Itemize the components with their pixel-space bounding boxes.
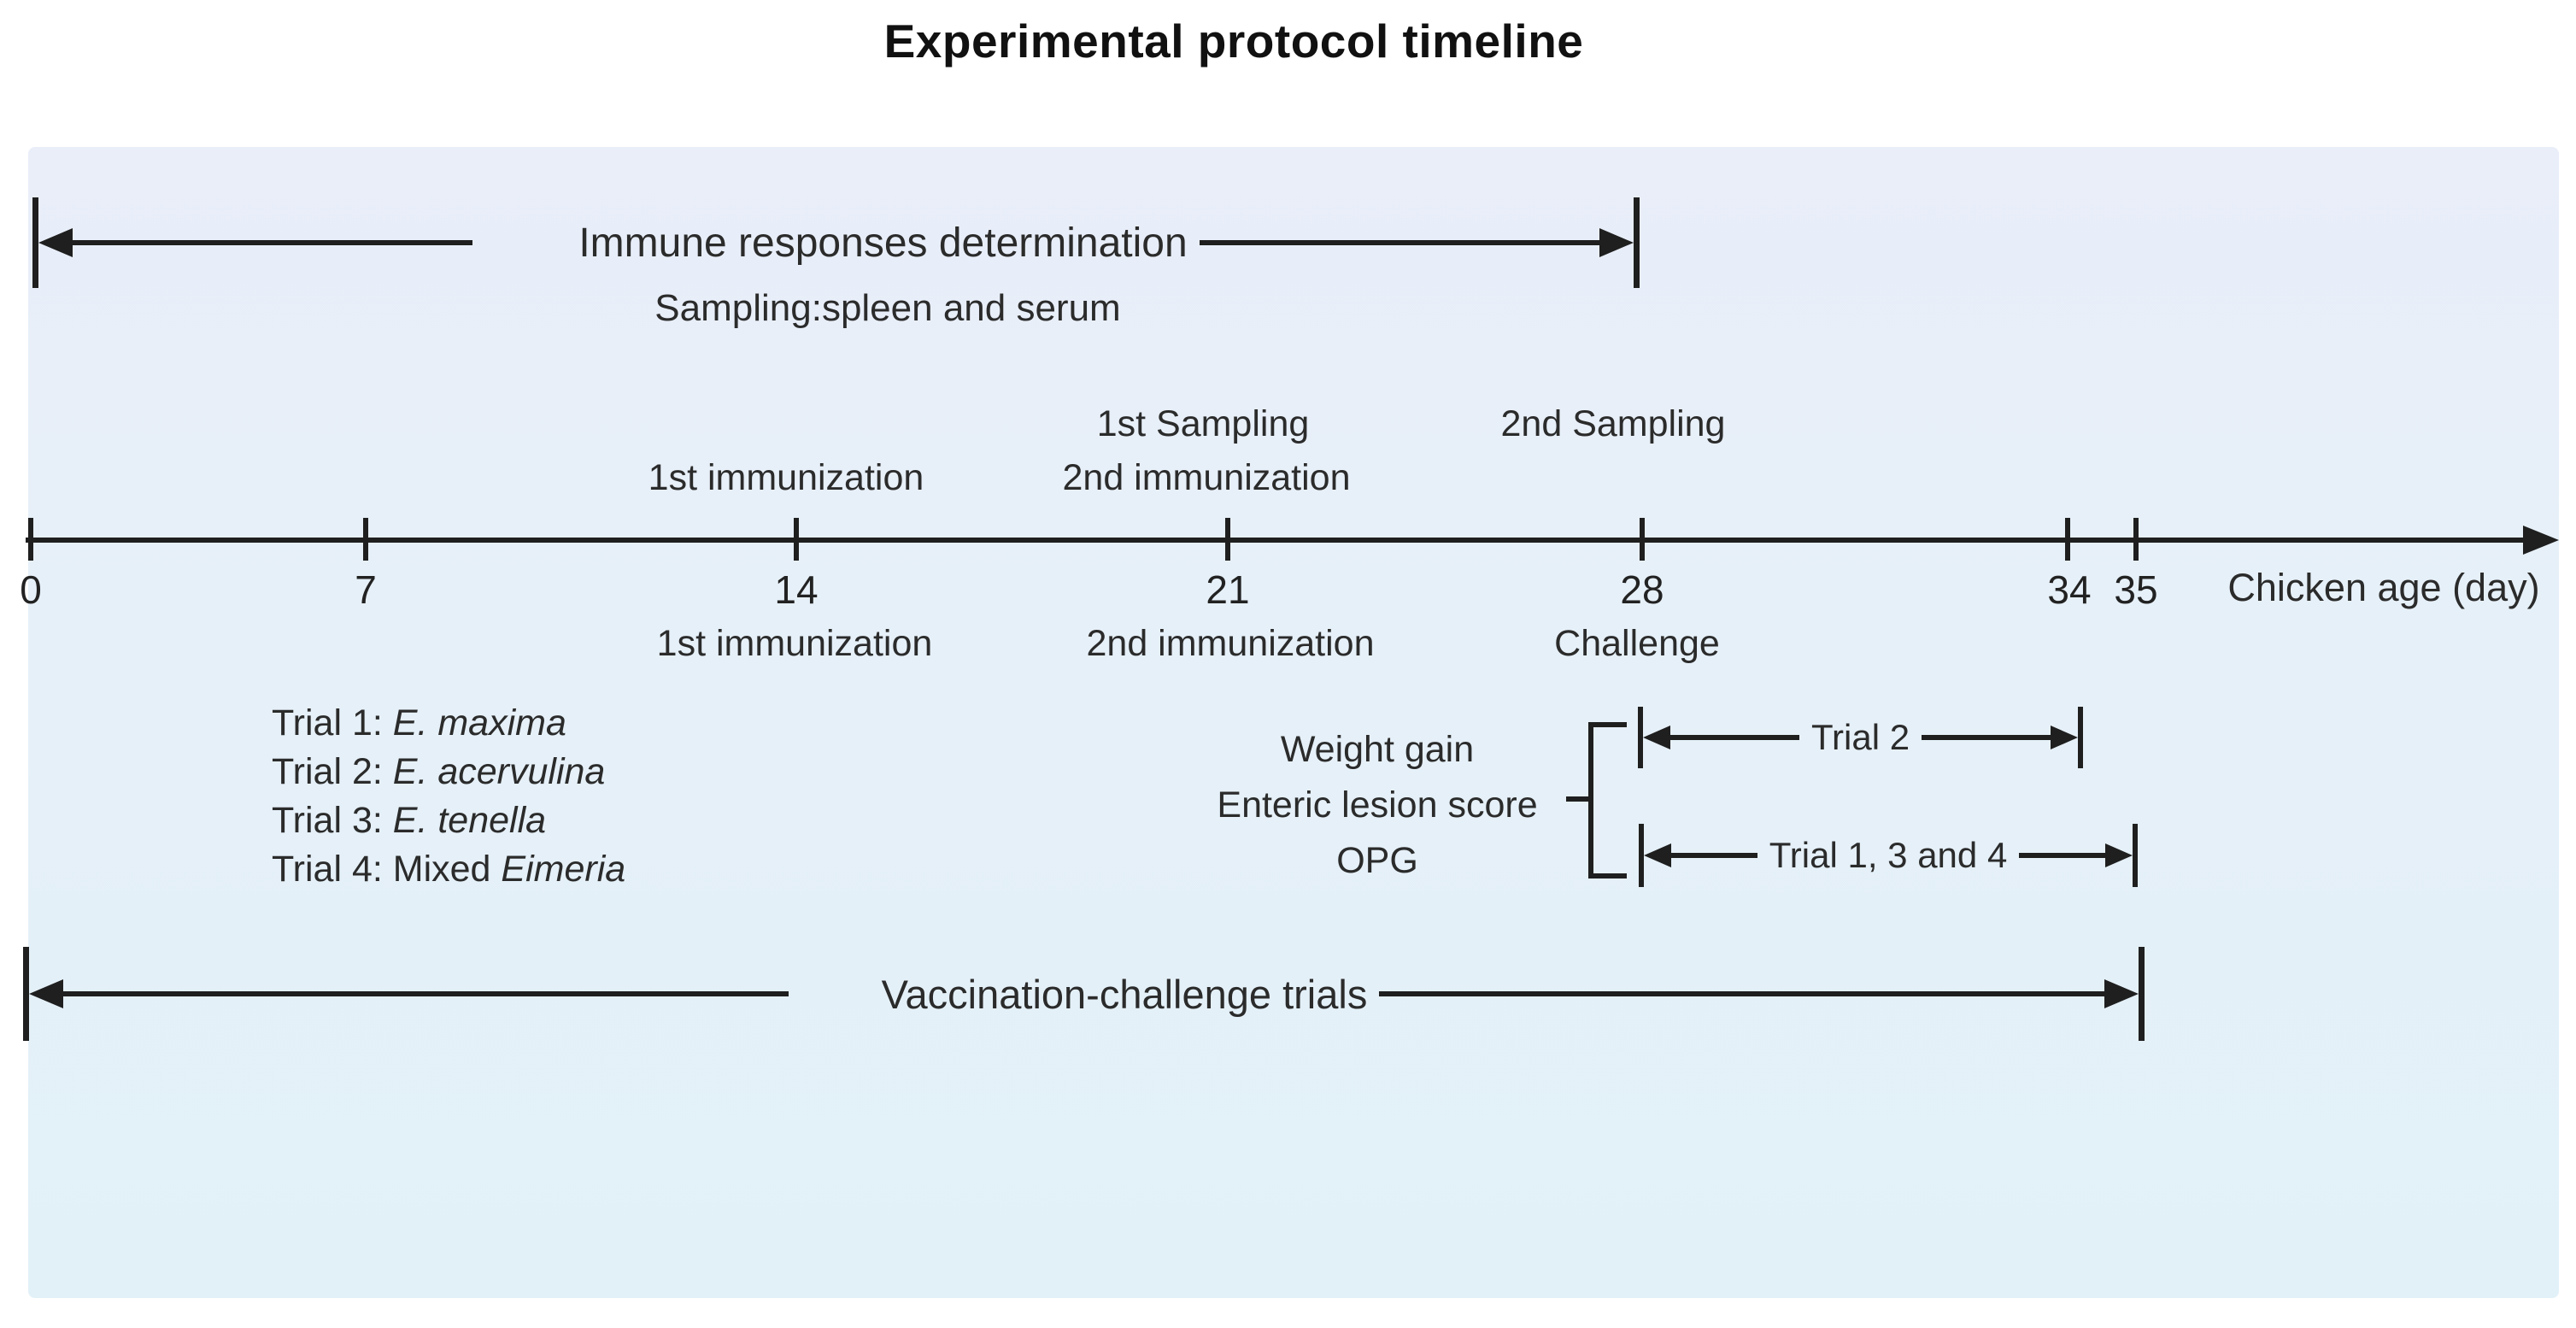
right-arrowhead-icon xyxy=(2051,726,2079,749)
right-arrowhead-icon xyxy=(2104,979,2139,1008)
trial-prefix: Trial 3: xyxy=(272,800,393,841)
span-right-endbar xyxy=(2133,824,2139,887)
second-immunization-below-label: 2nd immunization xyxy=(1086,623,1375,664)
span-right-endbar xyxy=(1634,197,1640,288)
trial-legend-item: Trial 3: E. tenella xyxy=(272,796,625,845)
first-immunization-below-label: 1st immunization xyxy=(656,623,933,664)
bracket-bottom-stub xyxy=(1588,873,1627,878)
axis-tick-14 xyxy=(794,518,799,561)
trial-species: E. tenella xyxy=(392,800,547,841)
span-left-endbar xyxy=(1638,707,1643,768)
bracket-middle-stub xyxy=(1566,796,1588,802)
trial-species: E. maxima xyxy=(392,702,566,743)
span-line xyxy=(1670,735,1799,740)
vaccination-span: Vaccination-challenge trials xyxy=(23,947,2145,1041)
trial134-span-label: Trial 1, 3 and 4 xyxy=(1769,835,2008,875)
left-arrowhead-icon xyxy=(29,979,63,1008)
left-arrowhead-icon xyxy=(1644,843,1671,867)
trial-species: E. acervulina xyxy=(392,751,606,792)
trial-prefix: Trial 1: xyxy=(272,702,393,743)
axis-tick-label: 14 xyxy=(774,567,819,612)
axis-tick-label: 0 xyxy=(20,567,42,612)
trial-legend-item: Trial 1: E. maxima xyxy=(272,699,625,748)
span-line xyxy=(2019,853,2106,858)
axis-title: Chicken age (day) xyxy=(2227,566,2540,609)
trial-legend-item: Trial 4: Mixed Eimeria xyxy=(272,845,625,894)
span-line xyxy=(73,240,473,245)
sampling-sublabel: Sampling:spleen and serum xyxy=(654,287,1121,329)
trial2-span: Trial 2 xyxy=(1638,707,2084,768)
axis-tick-21 xyxy=(1225,518,1230,561)
bracket-vertical xyxy=(1588,722,1593,878)
left-arrowhead-icon xyxy=(1643,726,1670,749)
challenge-label: Challenge xyxy=(1554,623,1720,664)
right-arrowhead-icon xyxy=(1599,228,1634,257)
metric-opg: OPG xyxy=(1336,840,1418,881)
span-left-endbar xyxy=(1639,824,1644,887)
axis-tick-label: 35 xyxy=(2114,567,2158,612)
axis-tick-label: 34 xyxy=(2047,567,2092,612)
axis-tick-7 xyxy=(363,518,368,561)
span-right-endbar xyxy=(2078,707,2084,768)
right-arrowhead-icon xyxy=(2105,843,2133,867)
span-right-endbar xyxy=(2139,947,2145,1041)
trial-legend-item: Trial 2: E. acervulina xyxy=(272,748,625,796)
axis-tick-35 xyxy=(2133,518,2139,561)
immune-responses-span: Immune responses determination xyxy=(32,197,1640,288)
bracket-top-stub xyxy=(1588,722,1627,727)
axis-tick-28 xyxy=(1640,518,1645,561)
second-immunization-above-label: 2nd immunization xyxy=(1062,457,1351,498)
trial-prefix: Trial 4: Mixed xyxy=(272,849,502,890)
span-left-endbar xyxy=(32,197,38,288)
trial-legend-list: Trial 1: E. maxima Trial 2: E. acervulin… xyxy=(272,699,625,894)
first-immunization-above-label: 1st immunization xyxy=(648,457,924,498)
vaccination-span-label: Vaccination-challenge trials xyxy=(881,971,1368,1017)
axis-tick-0 xyxy=(28,518,33,561)
trial-species: Eimeria xyxy=(501,849,626,890)
axis-tick-34 xyxy=(2065,518,2070,561)
span-line xyxy=(1199,240,1600,245)
axis-arrowhead-icon xyxy=(2523,526,2559,555)
metric-lesion-score: Enteric lesion score xyxy=(1217,784,1538,826)
metric-weight-gain: Weight gain xyxy=(1280,729,1475,770)
figure-background-panel xyxy=(28,147,2559,1298)
span-line xyxy=(1671,853,1757,858)
immune-span-label: Immune responses determination xyxy=(578,220,1188,266)
first-sampling-label: 1st Sampling xyxy=(1096,403,1310,444)
outcome-metrics-list: Weight gain Enteric lesion score OPG xyxy=(1217,722,1537,889)
second-sampling-label: 2nd Sampling xyxy=(1500,403,1726,444)
trial-prefix: Trial 2: xyxy=(272,751,393,792)
trial2-span-label: Trial 2 xyxy=(1810,717,1910,757)
axis-tick-label: 21 xyxy=(1206,567,1250,612)
span-left-endbar xyxy=(23,947,29,1041)
timeline-axis xyxy=(26,538,2525,543)
span-line xyxy=(1379,991,2105,996)
left-arrowhead-icon xyxy=(38,228,73,257)
trial134-span: Trial 1, 3 and 4 xyxy=(1639,824,2139,887)
span-line xyxy=(63,991,789,996)
axis-tick-label: 7 xyxy=(355,567,377,612)
figure-title: Experimental protocol timeline xyxy=(883,15,1584,68)
axis-tick-label: 28 xyxy=(1620,567,1664,612)
span-line xyxy=(1922,735,2051,740)
